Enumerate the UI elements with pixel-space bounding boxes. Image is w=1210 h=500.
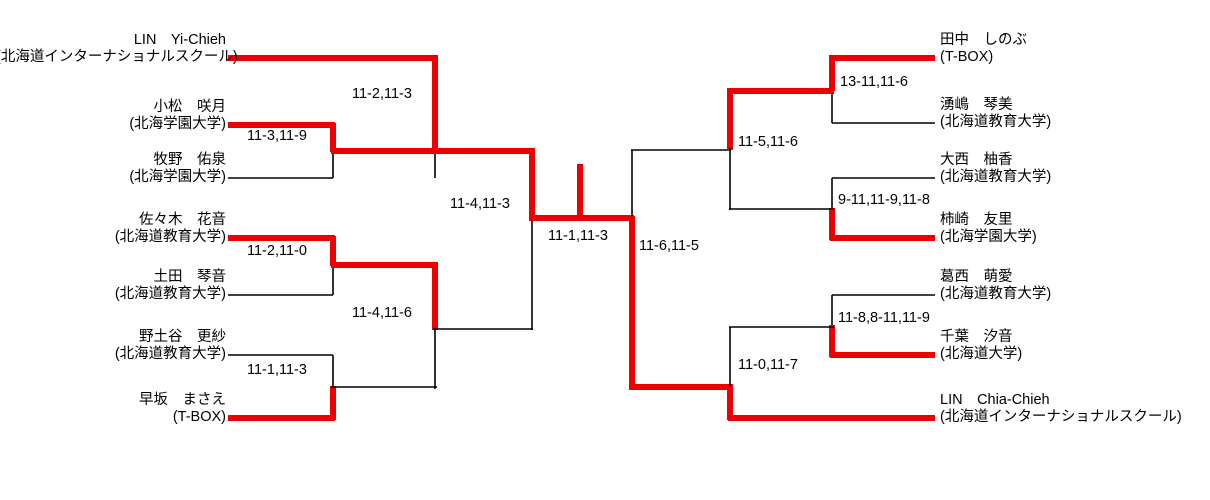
score-left-r2-sasaki-hayasaka: 11-4,11-6 — [352, 305, 412, 321]
left-round1-lines — [228, 55, 437, 421]
right-round2-lines — [727, 88, 834, 420]
player-affiliation: (北海道教育大学) — [940, 114, 1052, 130]
player-affiliation: (T-BOX) — [940, 49, 994, 65]
left-round2-lines — [331, 55, 438, 389]
player-affiliation: (T-BOX) — [172, 409, 226, 425]
player-name: 早坂 まさえ — [139, 392, 226, 408]
player-name: LIN Chia-Chieh — [940, 392, 1050, 408]
player-name: 葛西 萌愛 — [940, 269, 1013, 285]
player-affiliation: (北海学園大学) — [940, 229, 1037, 245]
player-affiliation: (北海道教育大学) — [114, 346, 226, 362]
player-label-left-5: 土田 琴音 (北海道教育大学) — [0, 269, 226, 303]
player-label-left-7: 早坂 まさえ (T-BOX) — [0, 392, 226, 426]
player-name: 土田 琴音 — [153, 269, 227, 285]
player-name: 野土谷 更紗 — [139, 329, 226, 345]
player-affiliation: (北海道インターナショナルスクール) — [0, 49, 238, 65]
final-lines — [629, 149, 733, 390]
player-label-right-2: 湧嶋 琴美 (北海道教育大学) — [940, 97, 1051, 131]
player-affiliation: (北海道大学) — [940, 346, 1023, 362]
score-right-r2-chiba-lin: 11-0,11-7 — [738, 357, 798, 373]
player-affiliation: (北海道教育大学) — [114, 286, 226, 302]
score-semifinal-left: 11-1,11-3 — [548, 228, 608, 244]
player-name: LIN Yi-Chieh — [133, 32, 226, 48]
player-label-left-6: 野土谷 更紗 (北海道教育大学) — [0, 329, 226, 363]
score-left-r2-lin-komatsu: 11-2,11-3 — [352, 86, 412, 102]
player-label-left-2: 小松 咲月 (北海学園大学) — [0, 99, 226, 133]
score-left-r1-notoya-hayasaka: 11-1,11-3 — [247, 362, 307, 378]
player-affiliation: (北海道教育大学) — [940, 286, 1052, 302]
score-final: 11-6,11-5 — [639, 238, 699, 254]
score-right-r1-kasai-chiba: 11-8,8-11,11-9 — [838, 310, 930, 326]
player-name: 小松 咲月 — [153, 99, 227, 115]
player-name: 湧嶋 琴美 — [940, 97, 1013, 113]
left-round3-lines — [433, 148, 535, 330]
player-affiliation: (北海学園大学) — [129, 169, 226, 185]
player-label-right-6: 千葉 汐音 (北海道大学) — [940, 329, 1022, 363]
score-right-r1-tanaka-wakushima: 13-11,11-6 — [840, 74, 908, 90]
player-affiliation: (北海道インターナショナルスクール) — [940, 409, 1182, 425]
score-left-r1-komatsu-makino: 11-3,11-9 — [247, 128, 307, 144]
player-label-right-1: 田中 しのぶ (T-BOX) — [940, 32, 1027, 66]
player-name: 柿崎 友里 — [940, 212, 1013, 228]
score-left-r1-sasaki-tsuchida: 11-2,11-0 — [247, 243, 307, 259]
player-label-right-7: LIN Chia-Chieh (北海道インターナショナルスクール) — [940, 392, 1182, 426]
player-affiliation: (北海学園大学) — [129, 116, 226, 132]
player-name: 田中 しのぶ — [940, 32, 1027, 48]
score-right-r1-onishi-kakizaki: 9-11,11-9,11-8 — [838, 192, 930, 208]
right-round1-lines — [728, 55, 935, 421]
left-semifinal-lines — [529, 164, 634, 221]
player-label-right-3: 大西 柚香 (北海道教育大学) — [940, 152, 1051, 186]
score-right-r2-tanaka-kakizaki: 11-5,11-6 — [738, 134, 798, 150]
player-label-right-4: 柿崎 友里 (北海学園大学) — [940, 212, 1037, 246]
player-label-right-5: 葛西 萌愛 (北海道教育大学) — [940, 269, 1051, 303]
player-label-left-3: 牧野 佑泉 (北海学園大学) — [0, 152, 226, 186]
player-affiliation: (北海道教育大学) — [940, 169, 1052, 185]
player-name: 千葉 汐音 — [940, 329, 1013, 345]
score-left-r3-lin-sasaki: 11-4,11-3 — [450, 196, 510, 212]
player-label-left-1: LIN Yi-Chieh (北海道インターナショナルスクール) — [0, 32, 238, 66]
player-name: 佐々木 花音 — [139, 212, 226, 228]
player-name: 牧野 佑泉 — [153, 152, 227, 168]
player-affiliation: (北海道教育大学) — [114, 229, 226, 245]
player-name: 大西 柚香 — [940, 152, 1013, 168]
player-label-left-4: 佐々木 花音 (北海道教育大学) — [0, 212, 226, 246]
